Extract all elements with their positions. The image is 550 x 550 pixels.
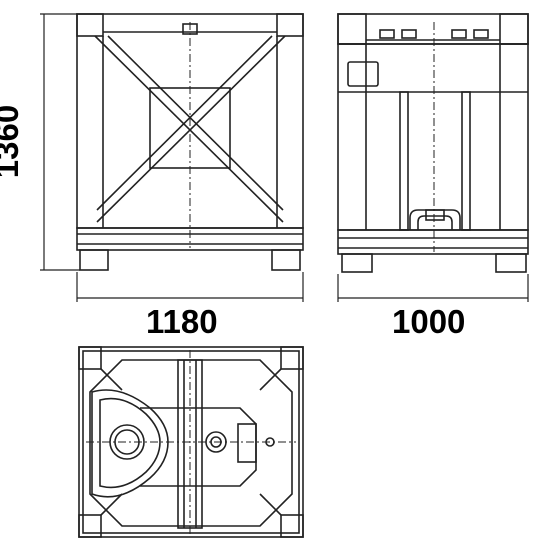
front-corner-top-right <box>276 13 304 37</box>
side-label-plate <box>347 61 379 87</box>
side-bar-2 <box>461 91 471 231</box>
side-outlet-valve <box>409 209 461 230</box>
top-corner-tl <box>78 346 102 370</box>
top-corner-tr <box>280 346 304 370</box>
side-corner-top-right <box>499 13 529 45</box>
front-pallet <box>76 227 304 251</box>
depth-dimension-label: 1000 <box>392 303 466 340</box>
top-corner-br <box>280 514 304 538</box>
top-view <box>78 346 304 538</box>
front-view <box>76 13 304 271</box>
side-bar-1 <box>399 91 409 231</box>
front-foot-right <box>271 249 301 271</box>
front-corner-top-left <box>76 13 104 37</box>
height-dimension <box>40 13 80 271</box>
depth-dimension <box>337 274 529 302</box>
top-valve-housing <box>91 389 169 498</box>
top-view-frame <box>78 346 304 538</box>
top-label-plate <box>237 423 257 463</box>
height-dimension-label: 1360 <box>0 104 26 179</box>
side-pallet <box>337 229 529 255</box>
width-dimension <box>76 272 304 302</box>
front-foot-left <box>79 249 109 271</box>
width-dimension-label: 1180 <box>146 303 218 340</box>
front-cross-brace <box>94 35 286 223</box>
top-tank-outline <box>89 359 293 527</box>
side-foot-right <box>495 253 527 273</box>
side-foot-left <box>341 253 373 273</box>
side-view <box>337 13 529 273</box>
side-corner-top-left <box>337 13 367 45</box>
top-corner-bl <box>78 514 102 538</box>
